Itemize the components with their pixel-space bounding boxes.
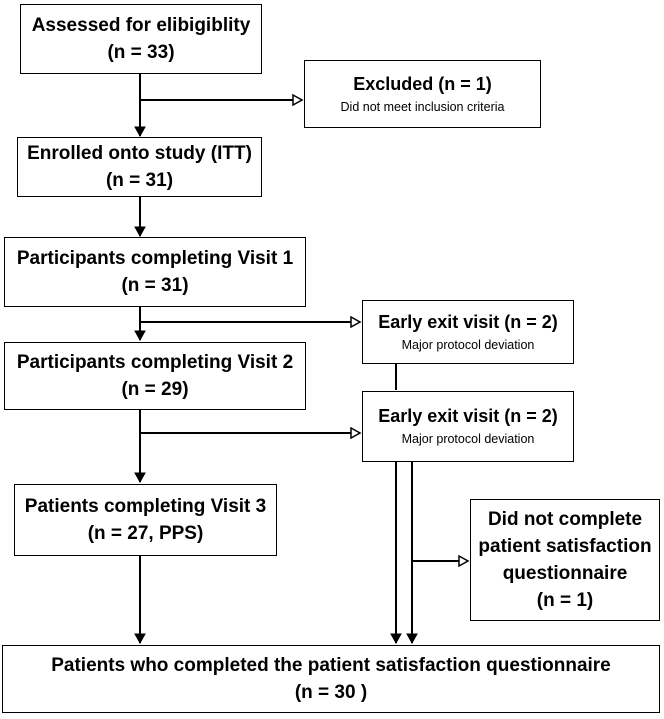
not-completed-line1: Did not complete bbox=[487, 509, 643, 530]
assessed-box: Assessed for elibigiblity (n = 33) bbox=[20, 4, 262, 74]
visit3-box: Patients completing Visit 3 (n = 27, PPS… bbox=[14, 484, 277, 556]
not-completed-box: Did not complete patient satisfaction qu… bbox=[470, 499, 660, 621]
visit3-title: Patients completing Visit 3 bbox=[24, 496, 267, 517]
completed-title: Patients who completed the patient satis… bbox=[51, 655, 611, 676]
visit2-count: (n = 29) bbox=[121, 379, 189, 400]
exit2-title: Early exit visit (n = 2) bbox=[378, 406, 558, 426]
not-completed-count: (n = 1) bbox=[536, 590, 594, 611]
excluded-title: Excluded (n = 1) bbox=[353, 73, 492, 94]
assessed-title: Assessed for elibigiblity bbox=[31, 15, 251, 36]
completed-box: Patients who completed the patient satis… bbox=[2, 645, 660, 713]
excluded-box: Excluded (n = 1) Did not meet inclusion … bbox=[304, 60, 541, 128]
exit1-box: Early exit visit (n = 2) Major protocol … bbox=[362, 300, 574, 364]
exit2-box: Early exit visit (n = 2) Major protocol … bbox=[362, 391, 574, 462]
not-completed-line2: patient satisfaction bbox=[478, 536, 652, 557]
exit1-reason: Major protocol deviation bbox=[401, 337, 535, 352]
completed-count: (n = 30 ) bbox=[294, 682, 368, 703]
visit1-box: Participants completing Visit 1 (n = 31) bbox=[4, 237, 306, 307]
visit1-count: (n = 31) bbox=[121, 275, 189, 296]
enrolled-box: Enrolled onto study (ITT) (n = 31) bbox=[17, 137, 262, 197]
exit2-reason: Major protocol deviation bbox=[401, 432, 535, 446]
excluded-reason: Did not meet inclusion criteria bbox=[340, 99, 505, 114]
not-completed-line3: questionnaire bbox=[502, 563, 628, 584]
assessed-count: (n = 33) bbox=[107, 42, 175, 63]
visit1-title: Participants completing Visit 1 bbox=[16, 248, 294, 269]
enrolled-count: (n = 31) bbox=[105, 170, 174, 191]
visit2-box: Participants completing Visit 2 (n = 29) bbox=[4, 342, 306, 410]
visit2-title: Participants completing Visit 2 bbox=[16, 352, 294, 373]
visit3-count: (n = 27, PPS) bbox=[87, 523, 204, 544]
exit1-title: Early exit visit (n = 2) bbox=[378, 311, 558, 332]
enrolled-title: Enrolled onto study (ITT) bbox=[27, 143, 252, 164]
